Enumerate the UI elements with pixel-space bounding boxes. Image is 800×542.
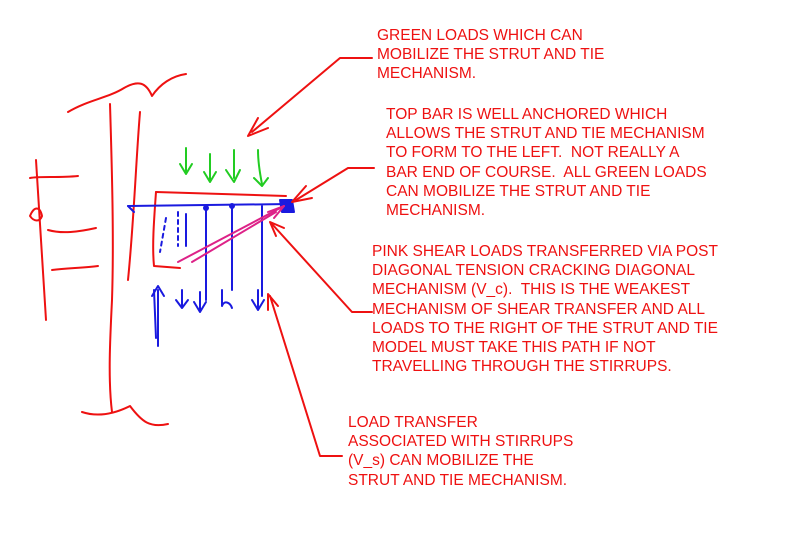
shear-strut-lines	[177, 205, 285, 263]
rebar-and-stirrups	[127, 199, 295, 347]
stirrups-note: LOAD TRANSFER ASSOCIATED WITH STIRRUPS (…	[348, 414, 574, 489]
green-load-arrows	[179, 147, 269, 187]
beam-outline	[152, 191, 287, 269]
top-bar-note: TOP BAR IS WELL ANCHORED WHICH ALLOWS TH…	[386, 106, 707, 220]
leader-top-bar	[291, 167, 375, 203]
green-loads-note: GREEN LOADS WHICH CAN MOBILIZE THE STRUT…	[377, 27, 605, 83]
column-outline	[29, 73, 187, 427]
pink-shear-note: PINK SHEAR LOADS TRANSFERRED VIA POST DI…	[372, 243, 718, 376]
leader-pink-shear	[269, 221, 373, 313]
leader-stirrups	[267, 293, 343, 457]
leader-green-loads	[247, 57, 373, 137]
